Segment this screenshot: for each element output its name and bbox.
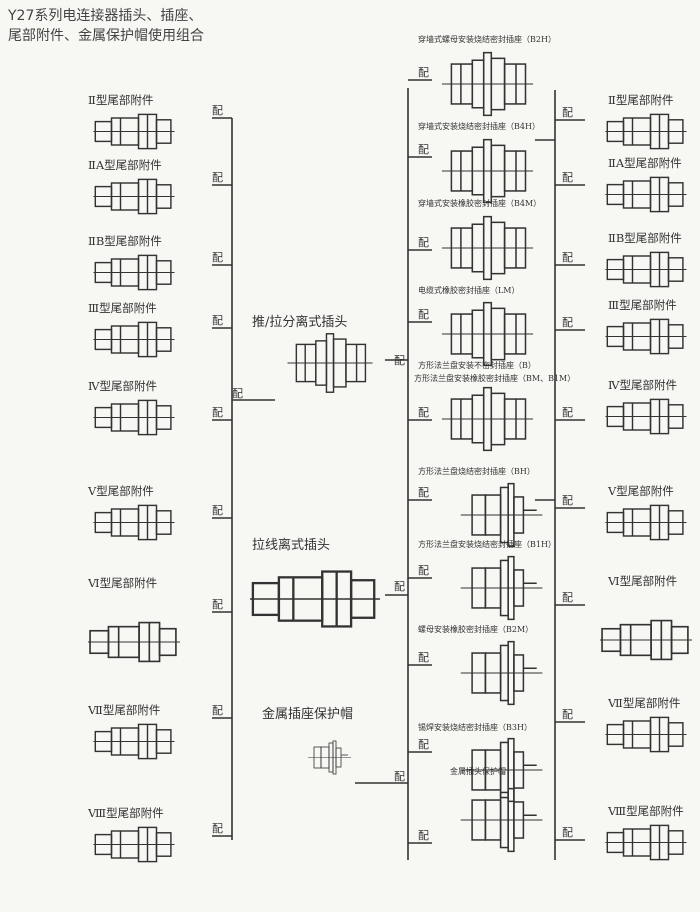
right-tail-label: Ⅳ型尾部附件 xyxy=(608,378,677,392)
right-tail-label: Ⅱ型尾部附件 xyxy=(608,93,674,107)
right-pei-label: 配 xyxy=(562,106,573,119)
left-tail-label: Ⅴ型尾部附件 xyxy=(88,484,154,498)
left-tail-label: Ⅲ型尾部附件 xyxy=(88,301,157,315)
left-tail-label: Ⅷ型尾部附件 xyxy=(88,806,164,820)
diagram-title: Y27系列电连接器插头、插座、尾部附件、金属保护帽使用组合 xyxy=(8,6,204,46)
right-pei-label: 配 xyxy=(562,316,573,329)
right-tail-accessory-drawing xyxy=(600,590,692,690)
left-pei-label: 配 xyxy=(212,598,223,611)
left-pei-label: 配 xyxy=(212,406,223,419)
left-tail-accessory-drawing xyxy=(88,174,180,219)
right-tail-accessory-drawing xyxy=(600,712,692,757)
socket-type-label: 方形法兰盘安装烧结密封插座（B1H） xyxy=(418,540,556,549)
right-tail-label: Ⅴ型尾部附件 xyxy=(608,484,674,498)
right-tail-accessory-drawing xyxy=(600,109,692,154)
left-tail-accessory-drawing xyxy=(88,822,180,867)
left-tail-label: Ⅱ型尾部附件 xyxy=(88,93,154,107)
left-tail-label: Ⅳ型尾部附件 xyxy=(88,379,157,393)
socket-type-label: 方形法兰盘烧结密封插座（BH） xyxy=(418,467,535,476)
left-pei-label: 配 xyxy=(212,822,223,835)
socket-drawing xyxy=(455,638,550,708)
socket-type-label: 螺母安装橡胶密封插座（B2M） xyxy=(418,625,534,634)
socket-type-label: 穿墙式安装烧结密封插座（B4H） xyxy=(418,122,540,131)
socket-cap-label: 金属插座保护帽 xyxy=(262,707,354,722)
socket-type-label: 穿墙式安装橡胶密封插座（B4M） xyxy=(418,199,542,208)
socket-type-label: 穿墙式螺母安装烧结密封插座（B2H） xyxy=(418,35,556,44)
left-pei-label: 配 xyxy=(212,171,223,184)
right-pei-label: 配 xyxy=(562,708,573,721)
right-pei-label: 配 xyxy=(562,826,573,839)
middle-pei-label: 配 xyxy=(418,66,429,79)
left-pei-label: 配 xyxy=(212,104,223,117)
middle-pei-label: 配 xyxy=(418,738,429,751)
title-line-2: 尾部附件、金属保护帽使用组合 xyxy=(8,28,204,44)
right-tail-label: ⅡB型尾部附件 xyxy=(608,231,682,245)
socket-drawing xyxy=(440,385,535,453)
middle-pei-label: 配 xyxy=(418,236,429,249)
left-tail-label: Ⅶ型尾部附件 xyxy=(88,703,161,717)
right-pei-label: 配 xyxy=(562,251,573,264)
right-pei-label: 配 xyxy=(562,171,573,184)
left-tail-accessory-drawing xyxy=(88,317,180,362)
socket-drawing xyxy=(440,50,535,118)
right-tail-accessory-drawing xyxy=(600,314,692,359)
left-pei-label: 配 xyxy=(212,314,223,327)
right-tail-label: Ⅶ型尾部附件 xyxy=(608,696,681,710)
right-tail-label: Ⅵ型尾部附件 xyxy=(608,574,678,588)
left-tail-accessory-drawing xyxy=(88,109,180,154)
title-line-1: Y27系列电连接器插头、插座、 xyxy=(8,8,203,24)
middle-pei-label: 配 xyxy=(418,651,429,664)
right-tail-accessory-drawing xyxy=(600,500,692,545)
middle-pei-label: 配 xyxy=(418,829,429,842)
left-pei-label: 配 xyxy=(212,704,223,717)
right-tail-accessory-drawing xyxy=(600,820,692,865)
center-pei-label: 配 xyxy=(232,387,243,400)
socket-drawing xyxy=(440,214,535,282)
socket-type-label: 锡焊安装烧结密封插座（B3H） xyxy=(418,723,532,732)
left-tail-accessory-drawing xyxy=(88,395,180,440)
socket-type-label: 电缆式橡胶密封插座（LM） xyxy=(418,286,520,295)
right-pei-label: 配 xyxy=(562,591,573,604)
left-tail-label: ⅡA型尾部附件 xyxy=(88,158,162,172)
socket-type-label: 金属插头保护帽 xyxy=(450,767,506,776)
socket-cap-drawing xyxy=(305,725,355,790)
socket-drawing xyxy=(455,553,550,623)
socket-drawing xyxy=(455,785,550,855)
left-tail-accessory-drawing xyxy=(88,592,180,692)
lanyard-plug-drawing xyxy=(250,560,380,638)
right-tail-accessory-drawing xyxy=(600,172,692,217)
socket-type-label: 方形法兰盘安装不密封插座（B） xyxy=(418,361,536,370)
right-tail-label: ⅡA型尾部附件 xyxy=(608,156,682,170)
left-tail-label: ⅡB型尾部附件 xyxy=(88,234,162,248)
left-pei-label: 配 xyxy=(212,504,223,517)
right-tail-accessory-drawing xyxy=(600,247,692,292)
socket-drawing xyxy=(440,300,535,368)
left-tail-accessory-drawing xyxy=(88,719,180,764)
right-pei-label: 配 xyxy=(562,494,573,507)
middle-pei-label: 配 xyxy=(418,406,429,419)
push-pull-plug-drawing xyxy=(275,332,385,394)
socket-type-label: 方形法兰盘安装橡胶密封插座（BM、B1M） xyxy=(414,374,576,383)
left-tail-accessory-drawing xyxy=(88,250,180,295)
center-pei-label: 配 xyxy=(394,354,405,367)
right-tail-label: Ⅲ型尾部附件 xyxy=(608,298,677,312)
right-tail-accessory-drawing xyxy=(600,394,692,439)
center-pei-label: 配 xyxy=(394,580,405,593)
middle-pei-label: 配 xyxy=(418,486,429,499)
right-tail-label: Ⅷ型尾部附件 xyxy=(608,804,684,818)
right-pei-label: 配 xyxy=(562,406,573,419)
middle-pei-label: 配 xyxy=(418,143,429,156)
lanyard-plug-label: 拉线离式插头 xyxy=(252,538,331,553)
left-tail-label: Ⅵ型尾部附件 xyxy=(88,576,158,590)
left-tail-accessory-drawing xyxy=(88,500,180,545)
socket-drawing xyxy=(440,137,535,205)
center-pei-label: 配 xyxy=(394,770,405,783)
middle-pei-label: 配 xyxy=(418,564,429,577)
middle-pei-label: 配 xyxy=(418,308,429,321)
left-pei-label: 配 xyxy=(212,251,223,264)
socket-drawing xyxy=(455,480,550,550)
push-pull-plug-label: 推/拉分离式插头 xyxy=(252,315,348,330)
